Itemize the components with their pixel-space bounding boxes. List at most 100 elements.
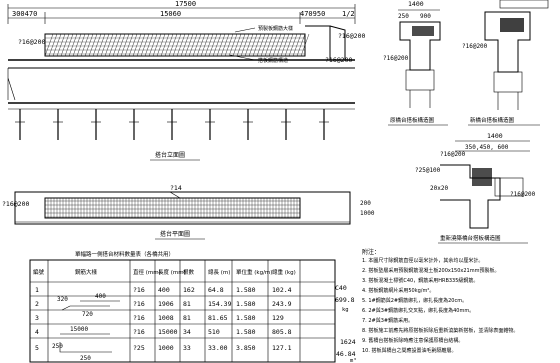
- note-line-1: 1. 本圖尺寸除鋼筋直徑以毫米計外，其余均以厘米計。: [362, 257, 483, 264]
- side-value-6: m³: [350, 357, 357, 363]
- table-cell: 510: [208, 328, 220, 336]
- table-header-5: 根數: [183, 268, 195, 276]
- plan-callout-top: ?14: [170, 184, 182, 192]
- table-cell: 400: [158, 286, 170, 294]
- bar-sketches: 400 320 720 15000 250 250: [52, 293, 120, 362]
- detail-recast-abutment: 1400 350,450, 600 ?16@200 ?25@100 20x20 …: [415, 132, 536, 244]
- dim-total: 17500: [175, 0, 196, 8]
- detail-title-2: 新橋台搭板構造圖: [470, 116, 515, 124]
- table-header-7: 單位重 (kg/m): [236, 268, 272, 276]
- note-line-3: 3. 搭板混凝土標號C40，鋼筋采用HRB335級鋼筋。: [362, 277, 478, 284]
- note-line-4: 4. 搭板鋼筋網片采用50kg/m²。: [362, 287, 434, 294]
- table-cell: ?25: [133, 344, 145, 352]
- side-value-1: C40: [335, 284, 347, 292]
- recast-callout-2: ?25@100: [415, 167, 441, 174]
- main-elevation: 17500 300470 15060 470950 1/2 預製板鋼筋大樣 搭板…: [7, 0, 365, 161]
- table-header-2: 鋼筋大樣: [75, 268, 98, 276]
- recast-callout-4: ?16@200: [510, 191, 536, 198]
- plan-title: 搭台平面圖: [160, 230, 190, 238]
- detail-callout: ?16@200: [383, 55, 409, 62]
- plan-dim-right-1: 200: [360, 200, 371, 207]
- table-cell: 1.580: [236, 286, 256, 294]
- recast-title: 重新澆築橋台搭板構造圖: [440, 234, 501, 242]
- dim-right: 470950: [300, 10, 325, 18]
- table-cell: 34: [183, 328, 191, 336]
- detail-original-abutment: 1400 250 900 ?16@200 原橋台搭板構造圖: [383, 0, 448, 126]
- table-cell: 33: [183, 344, 191, 352]
- table-cell: 81.65: [208, 314, 228, 322]
- table-cell: 1000: [158, 344, 174, 352]
- detail-dim-top: 1400: [408, 0, 424, 8]
- detail-title-1: 原橋台搭板構造圖: [390, 116, 435, 124]
- notes-heading: 附注：: [362, 248, 380, 256]
- dim-mid: 15060: [160, 10, 181, 18]
- detail-dim-mid: 900: [420, 13, 431, 20]
- callout-rebar-left: ?16@200: [18, 38, 45, 46]
- detail-new-abutment: ?16@200 新橋台搭板構造圖: [462, 0, 549, 126]
- note-line-7: 7. 2#與3#鋼筋采用。: [362, 317, 413, 324]
- elevation-title: 搭台立面圖: [155, 151, 185, 159]
- side-value-2: 699.8: [335, 296, 355, 304]
- table-cell: 3.850: [236, 344, 256, 352]
- plan-outline: [14, 191, 351, 225]
- sketch-label-1: 400: [95, 293, 106, 300]
- notes-block: 附注： 1. 本圖尺寸除鋼筋直徑以毫米計外，其余均以厘米計。 2. 搭板墊層采用預…: [335, 248, 518, 363]
- note-line-8: 8. 搭板施工前應先將原搭板拆除后重新澆築新搭板，並清除表面雜物。: [362, 327, 518, 334]
- detail-dim-left: 250: [398, 13, 409, 20]
- table-cell: 1.580: [236, 314, 256, 322]
- table-cell: ?16: [133, 286, 145, 294]
- recast-callout-3: 20x20: [430, 185, 448, 192]
- callout-label-1: 預製板鋼筋大樣: [258, 25, 293, 32]
- table-cell: 1.580: [236, 300, 256, 308]
- plan-view: ?14 ?16@200 200 1000 搭台平面圖: [2, 184, 375, 240]
- recast-dim-sub: 350,450, 600: [465, 144, 509, 151]
- table-cell: 33.00: [208, 344, 228, 352]
- table-cell: ?16: [133, 314, 145, 322]
- side-value-3: kg: [342, 307, 349, 313]
- sketch-label-6: 250: [80, 355, 91, 362]
- table-cell: 15000: [158, 328, 178, 336]
- table-cell: 243.9: [272, 300, 292, 308]
- table-cell: 162: [183, 286, 195, 294]
- side-value-5: 46.84: [336, 350, 356, 358]
- plan-callout-left: ?16@200: [2, 200, 29, 208]
- note-line-5: 5. 1#鋼筋與2#鋼筋綁扎，綁扎長度為20cm。: [362, 297, 467, 304]
- table-cell: 1: [35, 286, 39, 294]
- abutment-outline: [305, 25, 331, 61]
- rebar-table: 單幅路一側搭台材料數量表（各橋共用） 編號鋼筋大樣直徑 (mm)長度 (mm)根…: [29, 250, 336, 363]
- sketch-label-5: 250: [52, 343, 63, 350]
- side-value-4: 1624: [340, 338, 356, 346]
- table-cell: 81: [183, 300, 191, 308]
- table-cell: 81: [183, 314, 191, 322]
- table-cell: 102.4: [272, 286, 292, 294]
- note-line-9: 9. 舊橋台搭板拆除時應注意保護原橋台結構。: [362, 337, 463, 344]
- table-cell: 129: [272, 314, 284, 322]
- recast-section: [440, 164, 501, 229]
- recast-callout-1: ?16@200: [440, 151, 466, 158]
- table-header-8: 總重 (kg): [272, 268, 296, 276]
- sketch-label-3: 720: [82, 311, 93, 318]
- dim-left: 300470: [12, 10, 37, 18]
- table-cell: 3: [35, 314, 39, 322]
- callout-rebar-top: ?16@200: [338, 32, 365, 40]
- table-frame: [29, 259, 336, 363]
- table-header-4: 長度 (mm): [158, 268, 186, 276]
- table-header-6: 總長 (m): [208, 268, 230, 276]
- table-cell: 2: [35, 300, 39, 308]
- pile-row: [15, 109, 329, 140]
- table-cell: 4: [35, 328, 39, 336]
- note-line-2: 2. 搭板墊層采用預製鋼筋混凝土板200x150x21mm預製板。: [362, 267, 499, 274]
- table-cell: 1906: [158, 300, 174, 308]
- sketch-label-4: 15000: [70, 326, 88, 333]
- table-title: 單幅路一側搭台材料數量表（各橋共用）: [75, 250, 174, 258]
- table-cell: 1008: [158, 314, 174, 322]
- note-line-10: 10. 搭板與橋台之間應設置油毛氈隔離層。: [362, 347, 457, 354]
- table-cell: 64.8: [208, 286, 224, 294]
- note-line-6: 6. 2#與3#鋼筋綁扎交叉點，綁扎長度為40mm。: [362, 307, 474, 314]
- table-cell: ?16: [133, 328, 145, 336]
- sketch-label-2: 320: [57, 296, 68, 303]
- table-header-1: 編號: [33, 268, 45, 276]
- dim-right-half: 1/2: [342, 10, 355, 18]
- table-cell: 1.580: [236, 328, 256, 336]
- table-cell: 805.8: [272, 328, 292, 336]
